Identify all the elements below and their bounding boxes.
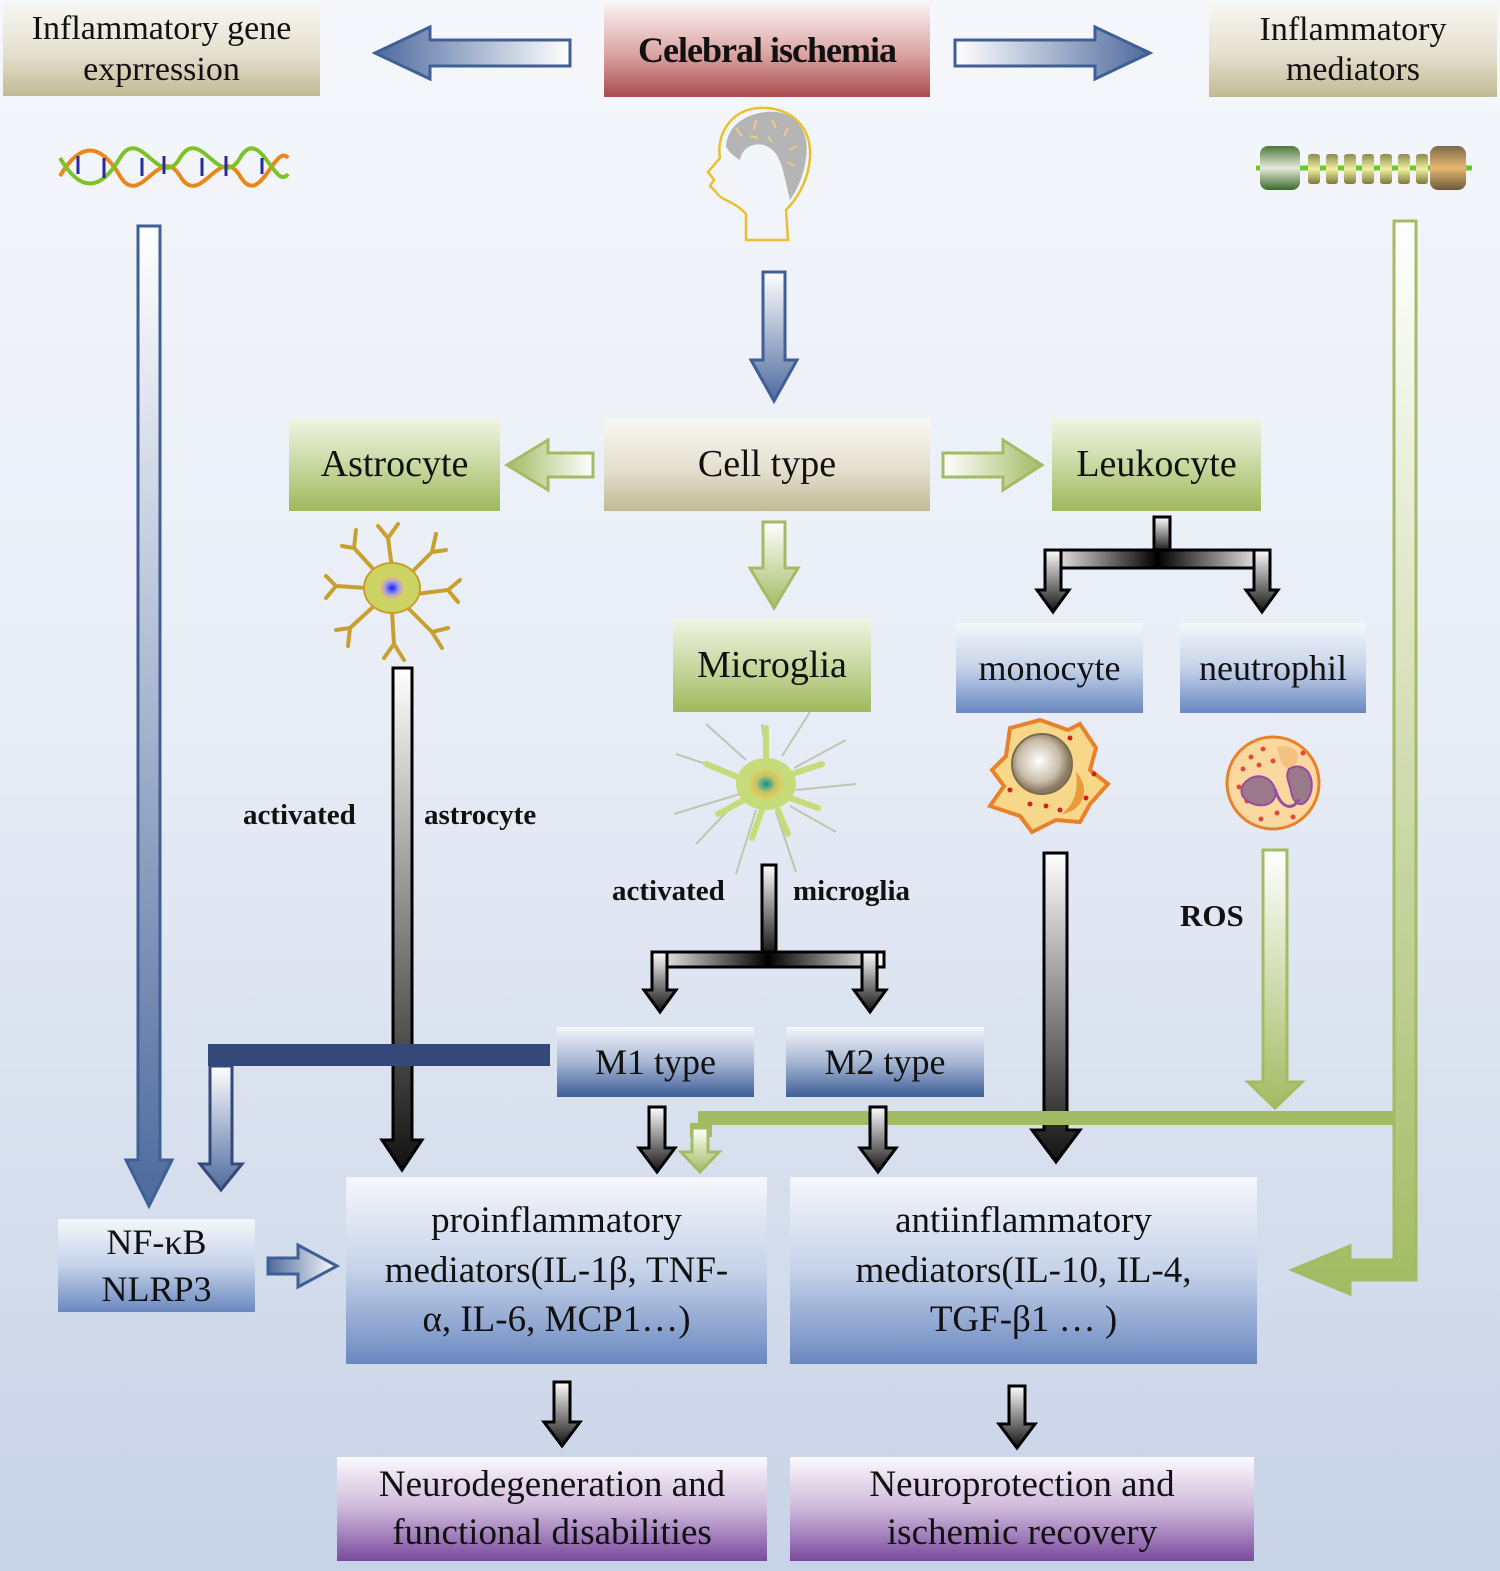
arrow-nfkb-to-proinflammatory — [266, 1242, 341, 1290]
node-label: Cell type — [697, 443, 837, 486]
node-inflammatory-gene-expression: Inflammatory gene exprression — [3, 3, 320, 96]
edge-label-activated-microglia-left: activated — [612, 875, 725, 907]
arrow-m2-to-antiinflammatory — [857, 1105, 899, 1175]
node-label-line: mediators(IL-1β, TNF- — [384, 1249, 729, 1291]
arrow-ischemia-to-gene-expression — [371, 24, 572, 82]
node-label-line: Inflammatory gene — [31, 10, 292, 48]
split-microglia — [641, 863, 889, 1015]
node-label: M2 type — [824, 1041, 946, 1082]
node-label-line: Inflammatory — [1259, 10, 1447, 48]
connector-mediators-to-proinflammatory — [690, 1111, 1394, 1137]
brain-head-icon — [706, 106, 812, 242]
dna-icon — [58, 146, 290, 188]
edge-label-ros: ROS — [1180, 898, 1244, 933]
node-label: Microglia — [697, 643, 847, 686]
node-label-line: Neuroprotection and — [869, 1463, 1175, 1505]
node-monocyte: monocyte — [956, 623, 1143, 713]
cytokine-chain-icon — [1256, 146, 1472, 190]
node-neutrophil: neutrophil — [1180, 623, 1366, 713]
arrow-neutrophil-ros — [1244, 848, 1306, 1111]
node-label-line: Neurodegeneration and — [378, 1463, 726, 1505]
monocyte-cell-icon — [986, 717, 1111, 835]
arrow-monocyte-to-antiinflammatory — [1029, 851, 1083, 1165]
node-label: monocyte — [978, 647, 1121, 688]
arrow-ischemia-to-cell-type — [748, 270, 800, 405]
arrow-green-into-proinflammatory — [677, 1126, 723, 1175]
split-leukocyte — [1034, 515, 1281, 615]
node-label-line: α, IL-6, MCP1…) — [422, 1299, 691, 1341]
node-antiinflammatory-mediators: antiinflammatory mediators(IL-10, IL-4, … — [790, 1177, 1257, 1364]
node-neuroprotection: Neuroprotection and ischemic recovery — [790, 1457, 1254, 1561]
node-label: M1 type — [595, 1041, 716, 1082]
node-m2-type: M2 type — [786, 1027, 984, 1097]
node-proinflammatory-mediators: proinflammatory mediators(IL-1β, TNF- α,… — [346, 1177, 767, 1364]
neutrophil-cell-icon — [1225, 735, 1321, 831]
arrow-cell-type-to-microglia — [747, 520, 801, 611]
node-cell-type: Cell type — [604, 418, 930, 511]
microglia-cell-icon — [673, 711, 857, 875]
connector-mediators-to-antiinflammatory — [1288, 219, 1418, 1297]
node-astrocyte: Astrocyte — [289, 418, 500, 511]
arrow-cell-type-to-leukocyte — [941, 437, 1045, 493]
node-inflammatory-mediators: Inflammatory mediators — [1209, 3, 1497, 97]
node-label-line: ischemic recovery — [886, 1512, 1158, 1553]
arrow-antiinflammatory-to-neuroprotection — [996, 1384, 1038, 1451]
node-label: Celebral ischemia — [638, 29, 897, 70]
node-label-line: NF-κB — [106, 1221, 207, 1262]
node-label-line: exprression — [83, 50, 240, 88]
node-m1-type: M1 type — [557, 1027, 754, 1097]
node-label-line: mediators(IL-10, IL-4, — [855, 1249, 1192, 1291]
node-label-line: TGF-β1 … ) — [929, 1299, 1118, 1341]
arrow-m1-to-proinflammatory — [636, 1105, 678, 1175]
node-label-line: antiinflammatory — [895, 1199, 1152, 1241]
edge-label-activated-astrocyte-right: astrocyte — [424, 799, 537, 831]
node-label: Astrocyte — [320, 443, 469, 486]
node-label: neutrophil — [1199, 647, 1347, 688]
node-leukocyte: Leukocyte — [1052, 418, 1261, 511]
node-label-line: proinflammatory — [431, 1199, 682, 1241]
arrow-m1-to-nfkb — [196, 1064, 246, 1193]
connector-m1-to-nfkb — [208, 1044, 550, 1066]
node-microglia: Microglia — [673, 618, 871, 712]
node-celebral-ischemia: Celebral ischemia — [604, 3, 930, 97]
node-label: Leukocyte — [1076, 443, 1237, 486]
node-nfkb-nlrp3: NF-κB NLRP3 — [58, 1219, 255, 1312]
arrow-astrocyte-to-proinflammatory — [379, 666, 425, 1173]
node-label-line: functional disabilities — [392, 1512, 712, 1553]
arrow-cell-type-to-astrocyte — [504, 437, 595, 493]
node-neurodegeneration: Neurodegeneration and functional disabil… — [337, 1457, 767, 1561]
arrow-ischemia-to-mediators — [953, 24, 1154, 82]
arrow-gene-expression-to-nfkb — [123, 224, 175, 1210]
edge-label-activated-microglia-right: microglia — [793, 875, 911, 907]
arrow-proinflammatory-to-neurodegeneration — [541, 1380, 583, 1449]
node-label-line: NLRP3 — [101, 1268, 212, 1309]
edge-label-activated-astrocyte-left: activated — [243, 799, 356, 831]
astrocyte-cell-icon — [324, 522, 462, 662]
node-label-line: mediators — [1285, 51, 1421, 88]
